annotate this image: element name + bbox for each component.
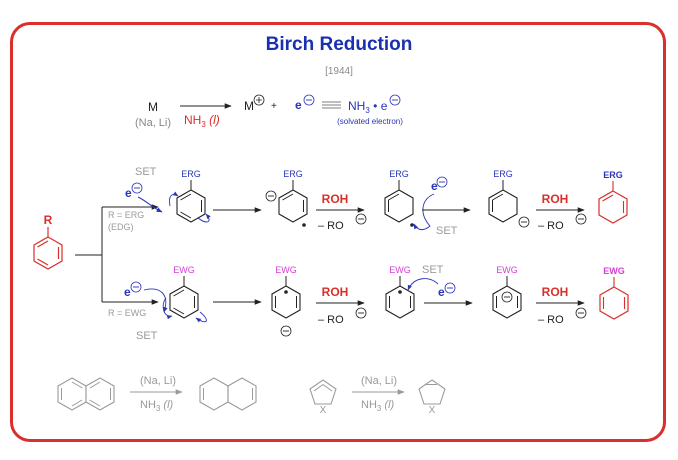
dihydroheterocycle-icon <box>418 379 446 405</box>
cyclohexadienyl-ring-icon <box>488 189 518 223</box>
radical-dot-icon <box>398 290 402 294</box>
minus-charge-icon <box>280 325 292 337</box>
example-solvent: NH3 (l) <box>361 399 395 413</box>
diene-product-ring-icon <box>598 190 628 224</box>
starting-arene: R <box>33 213 63 270</box>
diene-product-ring-icon <box>599 286 629 320</box>
group-label: EWG <box>496 265 518 275</box>
benzene-ring-icon <box>33 236 63 270</box>
cyclohexadienyl-ring-icon <box>492 285 522 319</box>
minus-charge-icon <box>355 307 367 319</box>
additional-examples: (Na, Li) NH3 (l) X (Na, Li) NH3 (l) X <box>57 375 446 416</box>
minus-charge-icon <box>355 213 367 225</box>
minus-charge-icon <box>436 176 448 188</box>
group-label: EWG <box>603 266 625 276</box>
cyclohexadienyl-ring-icon <box>278 189 308 223</box>
electron-label: e <box>125 186 132 200</box>
group-label: ERG <box>389 169 409 179</box>
benzene-ring-icon <box>176 189 206 223</box>
diagram-frame <box>10 22 666 442</box>
solvated-electron-formula: NH3 • e <box>348 99 388 115</box>
heteroatom-label: X <box>320 405 327 416</box>
electron-generation-equation: M (Na, Li) NH3 (l) M + e NH3 • e (solvat… <box>135 94 403 129</box>
ewg-branch: R = EWG e SET EWG EWG ROH – RO EWG SET <box>108 264 629 342</box>
page-title: Birch Reduction <box>265 34 413 55</box>
plus-sign-icon <box>256 97 262 103</box>
electron-transfer-arrow <box>143 288 168 313</box>
electron-label: e <box>124 285 131 299</box>
minus-charge-icon <box>303 94 315 106</box>
electron-label: e <box>438 285 445 299</box>
minus-charge-icon <box>265 190 277 202</box>
heterocycle-icon <box>309 379 337 405</box>
edg-condition: (EDG) <box>108 222 134 232</box>
radical-dot-icon <box>302 223 306 227</box>
example-reagent: (Na, Li) <box>140 375 176 387</box>
equivalence-sign-icon <box>322 101 341 109</box>
set-label: SET <box>135 166 157 178</box>
cyclohexadienyl-ring-icon <box>384 189 414 223</box>
ewg-condition: R = EWG <box>108 308 146 318</box>
reagent-label: ROH <box>322 285 349 299</box>
plus-sign: + <box>271 101 277 112</box>
radical-dot-icon <box>410 223 414 227</box>
byproduct-label: – RO <box>538 314 564 326</box>
minus-charge-icon <box>131 182 143 194</box>
electron-transfer-arrow <box>407 278 439 291</box>
branch-connector <box>75 204 159 305</box>
byproduct-label: – RO <box>538 220 564 232</box>
cyclohexadienyl-ring-icon <box>385 285 415 319</box>
example-reagent: (Na, Li) <box>361 375 397 387</box>
minus-charge-icon <box>575 307 587 319</box>
group-label: EWG <box>173 265 195 275</box>
minus-charge-icon <box>501 291 513 303</box>
byproduct-label: – RO <box>318 220 344 232</box>
electron-transfer-arrow <box>413 193 435 231</box>
cation-label: M <box>244 99 254 113</box>
reagent-label: ROH <box>542 285 569 299</box>
set-label: SET <box>436 225 458 237</box>
reagent-label: ROH <box>322 192 349 206</box>
erg-condition: R = ERG <box>108 210 144 220</box>
set-label: SET <box>136 330 158 342</box>
erg-branch: R = ERG (EDG) SET e ERG ERG ROH – RO ERG <box>108 166 628 237</box>
solvent-label: NH3 (l) <box>184 113 220 129</box>
electron-label: e <box>295 98 302 112</box>
group-label: ERG <box>181 169 201 179</box>
minus-charge-icon <box>389 94 401 106</box>
benzene-ring-icon <box>169 285 199 319</box>
minus-charge-icon <box>130 281 142 293</box>
minus-charge-icon <box>444 282 456 294</box>
group-label: ERG <box>283 169 303 179</box>
electron-label: e <box>431 179 438 193</box>
substituent-label: R <box>44 213 53 227</box>
example-solvent: NH3 (l) <box>140 399 174 413</box>
electron-transfer-arrow <box>137 196 163 213</box>
cyclohexadienyl-ring-icon <box>271 285 301 319</box>
naphthalene-icon <box>57 377 115 411</box>
heteroatom-label: X <box>429 405 436 416</box>
reagent-label: ROH <box>542 192 569 206</box>
metal-examples: (Na, Li) <box>135 117 171 129</box>
minus-charge-icon <box>575 213 587 225</box>
radical-dot-icon <box>284 290 288 294</box>
minus-charge-icon <box>518 216 530 228</box>
group-label: EWG <box>275 265 297 275</box>
solvated-electron-label: (solvated electron) <box>337 117 403 126</box>
group-label: ERG <box>603 170 623 180</box>
set-label: SET <box>422 264 444 276</box>
metal-label: M <box>148 100 158 114</box>
plus-charge-icon <box>253 94 265 106</box>
ring-double-bonds <box>37 240 60 266</box>
group-label: EWG <box>389 265 411 275</box>
group-label: ERG <box>493 169 513 179</box>
dihydronaphthalene-icon <box>199 377 257 411</box>
byproduct-label: – RO <box>318 314 344 326</box>
year-label: [1944] <box>325 66 353 77</box>
